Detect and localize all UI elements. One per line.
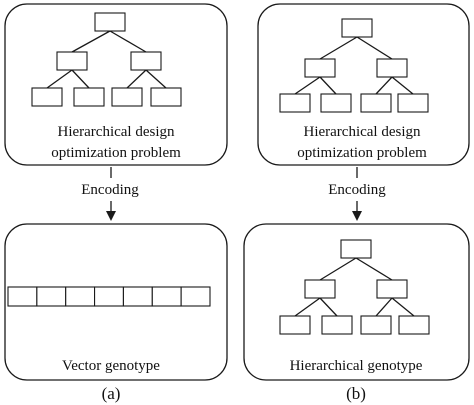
tree-edge [319,36,358,60]
tree-node-mid [304,279,336,299]
vector-cell [180,286,211,307]
vector-cell [7,286,38,307]
tree-node-mid [376,58,408,78]
panel-b-problem-line1: Hierarchical design [303,124,421,140]
panel-b-genotype-label: Hierarchical genotype [290,358,423,374]
tree-edge [356,36,393,60]
tree-edge [355,257,393,281]
tree-edge [375,297,393,317]
tree-edge [391,297,415,317]
panel-b-genotype-tree [279,239,430,335]
tree-edge [145,69,167,89]
tree-edge [294,297,321,317]
panel-a-problem-line1: Hierarchical design [57,124,175,140]
tree-edge [126,69,147,89]
panel-b-arrowhead [352,211,362,221]
tree-node-mid [56,51,88,71]
tree-node-leaf [279,93,311,113]
tree-node-leaf [360,93,392,113]
panel-b: Hierarchical design optimization problem… [243,3,470,403]
tree-node-leaf [279,315,311,335]
tree-node-mid [376,279,408,299]
tree-edge [319,297,338,317]
panel-b-arrow-label: Encoding [328,182,386,198]
tree-edge [46,69,73,89]
panel-a-problem-frame [4,3,228,166]
vector-cell [122,286,153,307]
panel-b-problem-frame [257,3,470,166]
vector-cell [65,286,96,307]
tree-node-leaf [360,315,392,335]
tree-node-leaf [73,87,105,107]
tree-node-leaf [320,93,352,113]
panel-b-problem-tree [279,18,429,113]
tree-edge [109,30,147,53]
tree-node-mid [130,51,162,71]
panel-a-problem-tree [31,12,182,107]
tree-node-leaf [321,315,353,335]
vector-cell [151,286,182,307]
panel-a: Hierarchical design optimization problem… [4,3,228,403]
panel-a-arrow-label: Encoding [81,182,139,198]
vector-cell [94,286,124,307]
tree-node-leaf [31,87,63,107]
tree-node-root [341,18,373,38]
panel-a-vector-genotype [7,286,211,307]
panel-b-problem-line2: optimization problem [297,145,427,161]
vector-cell [36,286,67,307]
panel-b-sublabel: (b) [346,384,366,403]
tree-node-leaf [111,87,143,107]
panel-b-genotype-frame [243,223,470,381]
tree-node-leaf [150,87,182,107]
tree-edge [375,76,393,95]
panel-a-genotype-label: Vector genotype [62,358,160,374]
panel-a-problem-line2: optimization problem [51,145,181,161]
tree-node-root [94,12,126,32]
tree-node-leaf [397,93,429,113]
tree-edge [319,76,337,95]
tree-node-leaf [398,315,430,335]
tree-node-mid [304,58,336,78]
panel-a-sublabel: (a) [102,384,121,403]
tree-edge [319,257,357,281]
tree-edge [71,69,90,89]
panel-a-arrowhead [106,211,116,221]
tree-node-root [340,239,372,259]
tree-edge [71,30,111,53]
tree-edge [391,76,414,95]
tree-edge [294,76,321,95]
